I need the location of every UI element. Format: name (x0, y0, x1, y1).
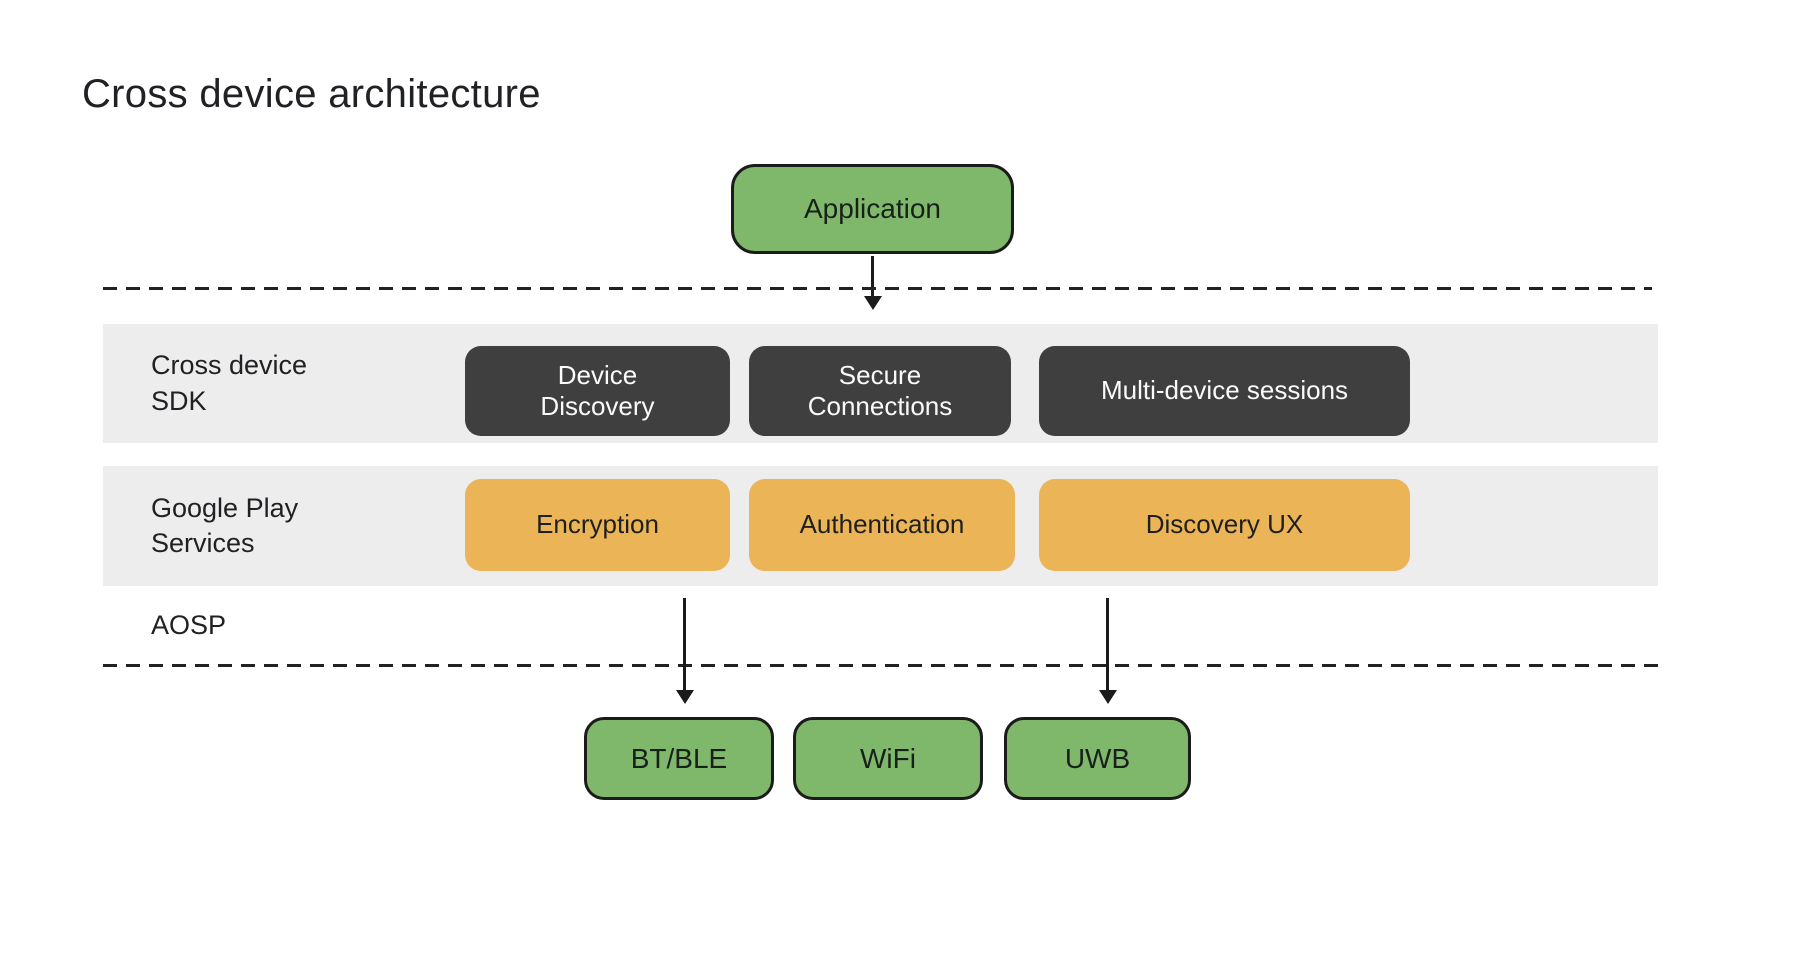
node-wifi: WiFi (793, 717, 983, 800)
node-multi-device-sessions: Multi-device sessions (1039, 346, 1410, 436)
arrow-shaft (683, 598, 686, 692)
node-bt-ble: BT/BLE (584, 717, 774, 800)
arrow-shaft (1106, 598, 1109, 692)
node-authentication: Authentication (749, 479, 1015, 571)
page-title: Cross device architecture (82, 72, 541, 116)
arrow-shaft (871, 256, 874, 298)
dashed-divider-top (103, 287, 1652, 290)
layer-label-aosp: AOSP (151, 610, 227, 641)
node-encryption: Encryption (465, 479, 730, 571)
layer-label-sdk: Cross device SDK (151, 350, 308, 416)
arrow-head-icon (863, 296, 882, 310)
dashed-divider-bottom (103, 664, 1662, 667)
node-uwb: UWB (1004, 717, 1191, 800)
layer-label-gps: Google Play Services (151, 492, 299, 558)
node-device-discovery: Device Discovery (465, 346, 730, 436)
node-application: Application (731, 164, 1014, 254)
arrow-head-icon (1098, 690, 1117, 704)
arrow-head-icon (675, 690, 694, 704)
node-secure-connections: Secure Connections (749, 346, 1011, 436)
node-discovery-ux: Discovery UX (1039, 479, 1410, 571)
